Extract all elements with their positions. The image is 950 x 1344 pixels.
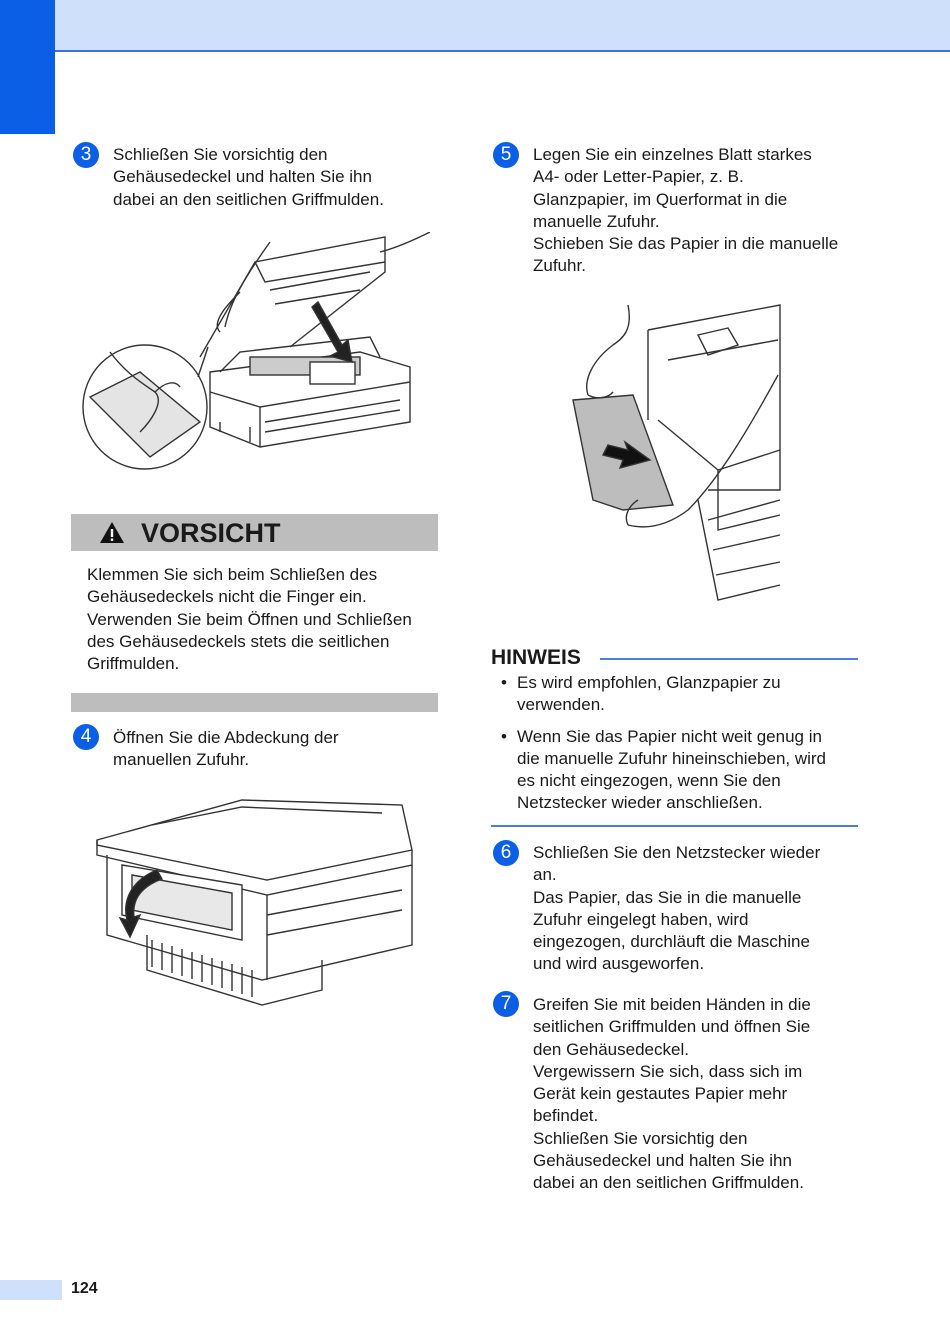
step-5-line: manuelle Zufuhr.	[533, 211, 660, 231]
note-title: HINWEIS	[491, 646, 581, 669]
step-5-line: A4- oder Letter-Papier, z. B.	[533, 167, 744, 187]
caution-line: Gehäusedeckels nicht die Finger ein.	[87, 587, 367, 607]
step-4-line: manuellen Zufuhr.	[113, 750, 250, 770]
warning-triangle-icon	[100, 522, 124, 543]
note-line: Netzstecker wieder anschließen.	[517, 793, 763, 813]
step-7-line: Vergewissern Sie sich, dass sich im	[533, 1061, 803, 1081]
step-5-text: Legen Sie ein einzelnes Blatt starkes A4…	[533, 144, 863, 278]
step-3-line: Gehäusedeckel und halten Sie ihn	[113, 167, 372, 187]
page-number: 124	[71, 1280, 98, 1297]
header-band	[0, 0, 950, 52]
step-number-5: 5	[493, 142, 519, 168]
bullet: •	[501, 673, 507, 692]
bullet: •	[501, 726, 507, 746]
step-7-line: seitlichen Griffmulden und öffnen Sie	[533, 1017, 811, 1037]
step-3-line: dabei an den seitlichen Griffmulden.	[113, 189, 384, 209]
note-line: Es wird empfohlen, Glanzpapier zu	[517, 673, 781, 692]
note-line: Wenn Sie das Papier nicht weit genug in	[517, 726, 822, 746]
caution-line: Klemmen Sie sich beim Schließen des	[87, 565, 378, 584]
note-end-rule	[491, 825, 858, 827]
step-number-3: 3	[73, 142, 99, 168]
caution-text: Klemmen Sie sich beim Schließen des Gehä…	[87, 564, 439, 675]
step-7-line: den Gehäusedeckel.	[533, 1039, 689, 1059]
step-6-line: und wird ausgeworfen.	[533, 954, 705, 974]
note-line: die manuelle Zufuhr hineinschieben, wird	[517, 748, 827, 768]
step-7-line: dabei an den seitlichen Griffmulden.	[533, 1173, 804, 1193]
step-7-line: Gehäusedeckel und halten Sie ihn	[533, 1151, 792, 1171]
insert-paper-illustration	[572, 304, 781, 601]
chapter-tab	[0, 0, 55, 134]
step-4-text: Öffnen Sie die Abdeckung der manuellen Z…	[113, 727, 433, 772]
step-6-line: Das Papier, das Sie in die manuelle	[533, 887, 802, 907]
note-title-rule	[600, 658, 858, 660]
note-line: es nicht eingezogen, wenn Sie den	[517, 771, 781, 791]
step-6-line: Zufuhr eingelegt haben, wird	[533, 909, 749, 929]
caution-line: Griffmulden.	[87, 654, 180, 674]
caution-title: VORSICHT	[141, 518, 281, 548]
caution-footer-bar	[71, 693, 438, 712]
step-5-line: Legen Sie ein einzelnes Blatt starkes	[533, 145, 812, 164]
step-7-text: Greifen Sie mit beiden Händen in die sei…	[533, 994, 863, 1195]
step-5-line: Schieben Sie das Papier in die manuelle	[533, 234, 839, 254]
note-item: • Es wird empfohlen, Glanzpapier zu verw…	[497, 672, 857, 717]
step-number-6: 6	[493, 840, 519, 866]
caution-line: des Gehäusedeckels stets die seitlichen	[87, 631, 390, 651]
step-7-line: Greifen Sie mit beiden Händen in die	[533, 995, 811, 1014]
step-3-text: Schließen Sie vorsichtig den Gehäusedeck…	[113, 144, 433, 211]
step-6-line: an.	[533, 865, 557, 885]
step-3-line: Schließen Sie vorsichtig den	[113, 145, 328, 164]
step-6-text: Schließen Sie den Netzstecker wieder an.…	[533, 842, 863, 976]
open-feed-cover-illustration	[96, 799, 413, 1006]
step-7-line: befindet.	[533, 1106, 599, 1126]
step-number-7: 7	[493, 991, 519, 1017]
caution-line: Verwenden Sie beim Öffnen und Schließen	[87, 609, 412, 629]
step-7-line: Gerät kein gestautes Papier mehr	[533, 1084, 788, 1104]
step-5-line: Zufuhr.	[533, 256, 586, 276]
caution-header: VORSICHT	[71, 514, 438, 551]
step-4-line: Öffnen Sie die Abdeckung der	[113, 728, 339, 747]
close-cover-illustration	[82, 232, 431, 470]
note-list: • Es wird empfohlen, Glanzpapier zu verw…	[497, 672, 857, 824]
step-6-line: eingezogen, durchläuft die Maschine	[533, 932, 810, 952]
step-number-4: 4	[73, 724, 99, 750]
step-5-line: Glanzpapier, im Querformat in die	[533, 189, 788, 209]
note-line: verwenden.	[517, 695, 605, 715]
step-7-line: Schließen Sie vorsichtig den	[533, 1128, 748, 1148]
page-number-bar	[0, 1280, 62, 1300]
step-6-line: Schließen Sie den Netzstecker wieder	[533, 843, 821, 862]
note-item: • Wenn Sie das Papier nicht weit genug i…	[497, 726, 857, 815]
